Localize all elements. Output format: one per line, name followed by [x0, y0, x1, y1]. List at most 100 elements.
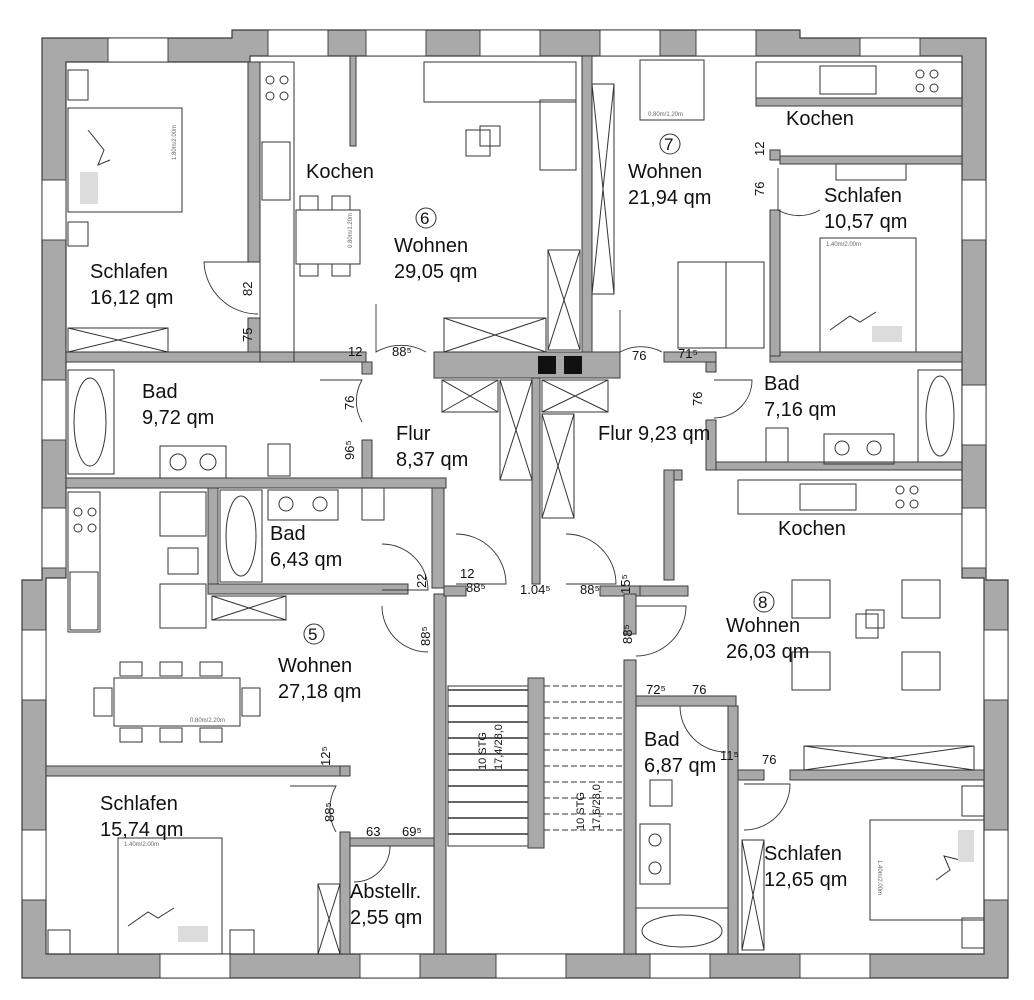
room-area: 21,94 qm [628, 187, 711, 209]
window [799, 953, 871, 979]
window [21, 829, 47, 901]
room-area: 27,18 qm [278, 681, 361, 703]
dimension: 71⁵ [678, 346, 698, 361]
bed-note-4: 1.40m/2.00m [876, 860, 882, 895]
room-name: Abstellr. [350, 881, 421, 903]
room-area: 10,57 qm [824, 211, 907, 233]
room-name: Kochen [306, 161, 374, 183]
dimension: 76 [690, 392, 705, 406]
dimension: 72⁵ [646, 682, 666, 697]
room-name: Schlafen [764, 843, 842, 865]
room-name: Schlafen [824, 185, 902, 207]
stair-label-a: 10 STG [477, 732, 489, 770]
dimension: 76 [632, 348, 646, 363]
fixtures: 1.80m/2.00m 0.80m/1.20m 0.80m/1.20m [47, 59, 985, 955]
window [159, 953, 231, 979]
room-area: 2,55 qm [350, 907, 422, 929]
dimension: 88⁵ [322, 802, 337, 822]
unit-marker-5 [303, 623, 325, 645]
window [495, 953, 567, 979]
window [107, 37, 169, 63]
room-name: Wohnen [628, 161, 702, 183]
window [479, 29, 541, 57]
window [41, 379, 67, 441]
unit-markers: 6 7 8 5 [303, 133, 775, 645]
window [267, 29, 329, 57]
dimension: 76 [762, 752, 776, 767]
room-area: 8,37 qm [396, 449, 468, 471]
dimension: 96⁵ [342, 440, 357, 460]
unit-number-8: 8 [758, 593, 767, 612]
room-name: Flur 9,23 qm [598, 423, 710, 445]
room-area: 16,12 qm [90, 287, 173, 309]
dimension: 11⁵ [720, 748, 739, 763]
window [599, 29, 661, 57]
dimension: 1.04⁵ [520, 582, 551, 597]
room-area: 12,65 qm [764, 869, 847, 891]
window [365, 29, 427, 57]
room-name: Schlafen [100, 793, 178, 815]
window [21, 629, 47, 701]
room-area: 26,03 qm [726, 641, 809, 663]
dimension: 76 [752, 182, 767, 196]
dimension: 88⁵ [392, 344, 412, 359]
window [961, 507, 987, 569]
unit-marker-6 [415, 207, 437, 229]
door-swings [203, 168, 821, 883]
window [649, 953, 711, 979]
dimension: 12⁵ [318, 746, 333, 766]
window [961, 179, 987, 241]
stair-ratio-b: 17,6/28,0 [591, 784, 603, 830]
unit-number-7: 7 [664, 135, 673, 154]
window [695, 29, 757, 57]
dimension: 22 [414, 574, 429, 588]
dimension: 88⁵ [580, 582, 600, 597]
window [359, 953, 421, 979]
bed-note: 1.80m/2.00m [172, 125, 178, 160]
room-area: 15,74 qm [100, 819, 183, 841]
dimension: 88⁵ [466, 580, 486, 595]
window [961, 384, 987, 446]
dimension: 15⁵ [618, 574, 633, 594]
dimension: 12 [752, 142, 767, 156]
room-name: Bad [270, 523, 306, 545]
room-area: 6,43 qm [270, 549, 342, 571]
dimension: 88⁵ [620, 624, 635, 644]
window [983, 629, 1009, 701]
stair-label-b: 10 STG [575, 792, 587, 830]
room-name: Bad [764, 373, 800, 395]
stair-ratio-a: 17,4/28,0 [493, 724, 505, 770]
unit-number-5: 5 [308, 625, 317, 644]
dimension: 88⁵ [418, 626, 433, 646]
dimension: 76 [342, 396, 357, 410]
room-name: Bad [142, 381, 178, 403]
room-name: Kochen [786, 108, 854, 130]
table-note: 0.80m/1.20m [348, 213, 354, 248]
room-area: 29,05 qm [394, 261, 477, 283]
unit-marker-7 [659, 133, 681, 155]
dimension: 12 [348, 344, 362, 359]
room-name: Wohnen [726, 615, 800, 637]
room-name: Schlafen [90, 261, 168, 283]
window [859, 37, 921, 57]
dimension: 76 [692, 682, 706, 697]
room-name: Bad [644, 729, 680, 751]
outer-walls [21, 29, 1009, 979]
table-note-2: 0.80m/1.20m [648, 112, 683, 118]
bed-note-2: 1.40m/2.00m [826, 242, 861, 248]
room-name: Wohnen [278, 655, 352, 677]
window [983, 829, 1009, 901]
room-name: Wohnen [394, 235, 468, 257]
window [41, 507, 67, 569]
unit-marker-8 [753, 591, 775, 613]
dimension: 69⁵ [402, 824, 422, 839]
dimension: 12 [460, 566, 474, 581]
room-name: Kochen [778, 518, 846, 540]
dimension-labels: 82 75 12 88⁵ 12 76 76 71⁵ 76 76 96⁵ 22 1… [240, 142, 776, 839]
bed [67, 107, 183, 213]
room-area: 9,72 qm [142, 407, 214, 429]
table-note-3: 0.80m/2.20m [190, 718, 225, 724]
unit-number-6: 6 [420, 209, 429, 228]
room-area: 7,16 qm [764, 399, 836, 421]
dimension: 75 [240, 328, 255, 342]
